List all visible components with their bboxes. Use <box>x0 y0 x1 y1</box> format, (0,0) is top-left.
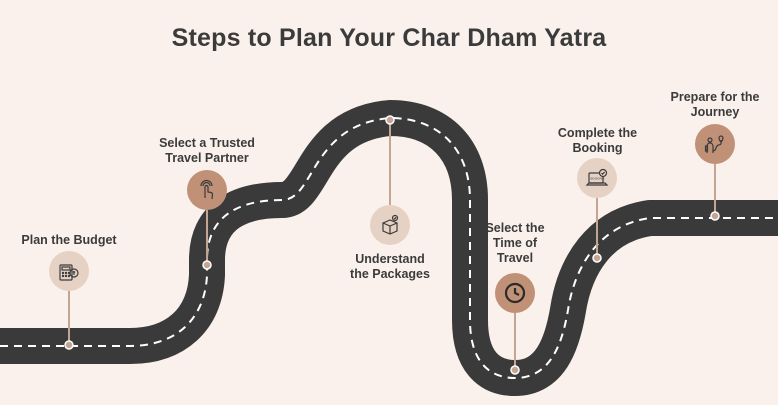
road-center-dashes <box>0 116 778 380</box>
step-icon-circle-4 <box>495 273 535 313</box>
step-icon-circle-1 <box>49 251 89 291</box>
road-marker-2 <box>202 260 212 270</box>
step-label-prepare-journey: Prepare for the Journey <box>670 90 760 119</box>
laptop-booking-icon: BOOKING <box>585 168 609 186</box>
clock-icon <box>504 282 526 304</box>
step-icon-circle-2 <box>187 170 227 210</box>
step-label-packages: Understand the Packages <box>350 252 430 281</box>
step-label-plan-budget: Plan the Budget <box>21 233 117 247</box>
step-icon-circle-3 <box>370 205 410 245</box>
step-label-booking: Complete the Booking <box>557 126 638 155</box>
road-marker-5 <box>592 253 602 263</box>
road-marker-3 <box>385 115 395 125</box>
traveler-route-icon <box>704 135 724 153</box>
budget-calculator-icon <box>59 264 79 281</box>
svg-text:BOOKING: BOOKING <box>591 177 606 181</box>
package-box-icon <box>382 214 399 235</box>
step-label-time-of-travel: Select the Time of Travel <box>485 221 545 265</box>
touch-hand-icon <box>200 179 214 200</box>
step-label-travel-partner: Select a Trusted Travel Partner <box>159 136 255 165</box>
road-marker-4 <box>510 365 520 375</box>
road-marker-6 <box>710 211 720 221</box>
road-marker-1 <box>64 340 74 350</box>
step-icon-circle-6 <box>695 124 735 164</box>
step-icon-circle-5: BOOKING <box>577 158 617 198</box>
page-title: Steps to Plan Your Char Dham Yatra <box>171 24 607 52</box>
